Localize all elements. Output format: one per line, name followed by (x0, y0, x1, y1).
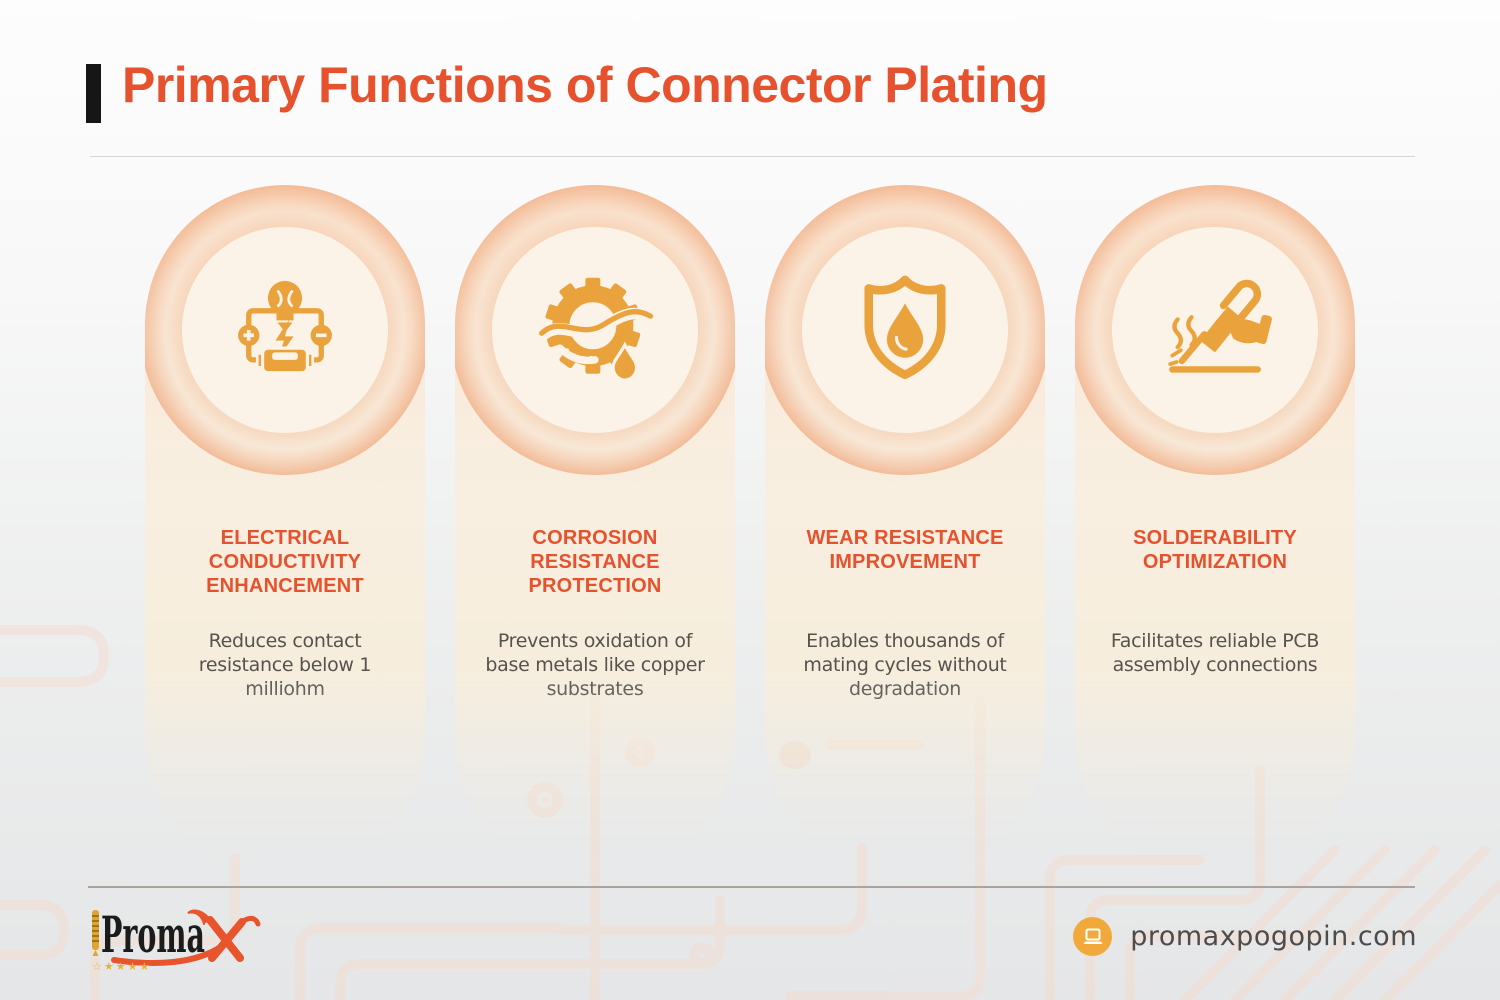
phoenix-x-glyph (111, 909, 261, 966)
laptop-icon (1073, 917, 1113, 956)
card-solderability: SOLDERABILITY OPTIMIZATION Facilitates r… (1070, 185, 1360, 877)
card-title: SOLDERABILITY OPTIMIZATION (1133, 527, 1297, 573)
card-description: Prevents oxidation of base metals like c… (485, 630, 705, 701)
card-description: Enables thousands of mating cycles witho… (803, 630, 1007, 701)
title-divider (90, 156, 1415, 157)
card-corrosion-resistance: CORROSION RESISTANCE PROTECTION Prevents… (450, 185, 740, 877)
card-electrical-conductivity: ELECTRICAL CONDUCTIVITY ENHANCEMENT Redu… (140, 185, 430, 877)
svg-text:☆★★★★: ☆★★★★ (92, 960, 151, 973)
website-url[interactable]: promaxpogopin.com (1130, 921, 1417, 952)
title-accent-bar (86, 64, 101, 123)
promax-logo: Proma ☆★★★★ (84, 898, 264, 979)
website-link[interactable]: promaxpogopin.com (1073, 917, 1417, 956)
card-wear-resistance: WEAR RESISTANCE IMPROVEMENT Enables thou… (760, 185, 1050, 877)
gear-corrosion-icon (492, 227, 698, 433)
circuit-bulb-icon (182, 227, 388, 433)
svg-text:Proma: Proma (101, 905, 205, 964)
card-title: CORROSION RESISTANCE PROTECTION (528, 527, 662, 597)
shield-droplet-icon (802, 227, 1008, 433)
card-title: ELECTRICAL CONDUCTIVITY ENHANCEMENT (206, 527, 364, 597)
pogo-pin-glyph (92, 910, 99, 956)
card-description: Facilitates reliable PCB assembly connec… (1110, 630, 1320, 677)
card-description: Reduces contact resistance below 1 milli… (198, 630, 372, 701)
page-title: Primary Functions of Connector Plating (122, 57, 1048, 113)
card-title: WEAR RESISTANCE IMPROVEMENT (806, 527, 1004, 573)
footer-divider (88, 886, 1415, 888)
soldering-iron-icon (1112, 227, 1318, 433)
